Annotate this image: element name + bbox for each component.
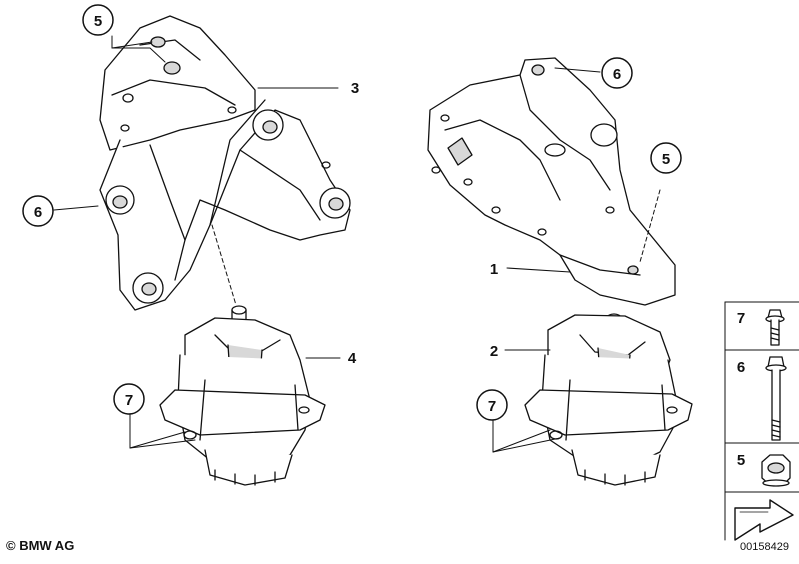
callout-bracket-right-bushing: 6 [613, 66, 621, 83]
direction-arrow-icon [734, 499, 794, 541]
callout-bracket-right-bolt: 5 [662, 151, 670, 168]
callout-mount-right-bolt: 7 [488, 398, 496, 415]
short-flange-bolt-icon [765, 309, 785, 346]
callout-bracket-left-bolt: 5 [94, 13, 102, 30]
callout-circles [22, 4, 682, 421]
document-number: 00158429 [740, 541, 789, 553]
long-flange-bolt-icon [765, 356, 787, 441]
right-engine-bracket [427, 57, 676, 306]
hardware-legend [724, 301, 799, 541]
callout-bracket-left-bushing: 6 [34, 204, 42, 221]
callout-mount-left-bolt: 7 [125, 392, 133, 409]
left-engine-mount [159, 305, 326, 486]
copyright-notice: © BMW AG [6, 538, 75, 553]
callout-bracket-right: 1 [490, 261, 498, 278]
legend-number-long-bolt: 6 [737, 359, 745, 376]
callout-mount-right: 2 [490, 343, 498, 360]
callout-mount-left: 4 [348, 350, 357, 367]
left-engine-bracket [99, 15, 351, 311]
hex-nut-icon [761, 454, 791, 487]
legend-number-short-bolt: 7 [737, 310, 745, 327]
callout-bracket-left: 3 [351, 80, 359, 97]
right-engine-mount [524, 313, 693, 486]
leader-lines [53, 35, 601, 453]
legend-number-nut: 5 [737, 452, 745, 469]
assembly-guide-lines [211, 189, 661, 306]
